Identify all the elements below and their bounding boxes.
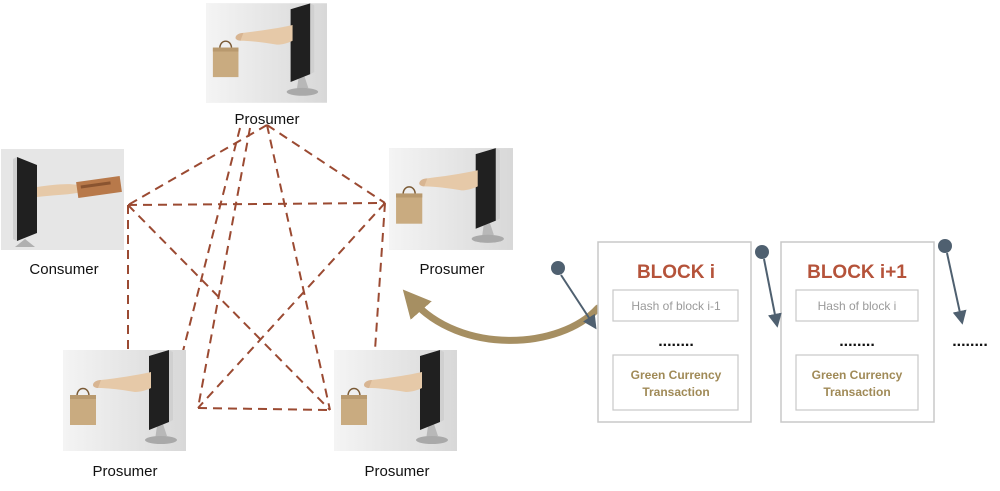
pointer-arrow [560,274,597,330]
chain-pointers [551,239,967,330]
ellipsis-dots: ........ [839,333,875,350]
node-label: Prosumer [364,463,429,480]
transaction-label-line1: Green Currency [812,368,903,382]
mesh-line [181,127,241,356]
node-label: Prosumer [419,261,484,278]
block-title: BLOCK i [637,262,715,283]
node-right: Prosumer [389,148,513,278]
hash-box [612,289,739,322]
chain-continuation-dots: ........ [952,333,988,350]
block-i-plus-1: BLOCK i+1 Hash of block i ........ Green… [780,241,935,423]
mesh-line [266,124,386,204]
block-i: BLOCK i Hash of block i-1 ........ Green… [597,241,752,423]
pointer-dot [551,261,565,275]
transaction-label-line1: Green Currency [631,368,722,382]
monitor-hand-bag-icon [206,2,327,104]
node-left: Consumer [1,149,124,278]
transaction-label-line2: Transaction [642,385,709,399]
hash-label: Hash of block i-1 [631,299,721,313]
network-to-chain-arc [402,289,602,344]
mesh-line [374,202,386,351]
mesh-line [197,127,251,409]
mesh-line [127,124,268,206]
mesh-line [266,124,331,411]
monitor-hand-bag-icon [63,350,186,451]
node-label: Consumer [29,261,98,278]
node-bottom-right: Prosumer [334,350,457,480]
node-top: Prosumer [206,2,327,128]
pointer-arrow [763,258,782,328]
monitor-hand-bag-icon [389,148,513,250]
mesh-line [127,202,386,206]
transaction-box [612,354,739,411]
transaction-box [795,354,919,411]
transaction-label-line2: Transaction [823,385,890,399]
mesh-line [127,204,331,411]
monitor-hand-card-icon [1,149,124,250]
mesh-line [197,202,386,409]
pointer-arrow [946,252,967,325]
pointer-dot [938,239,952,253]
block-title: BLOCK i+1 [807,262,907,283]
peer-mesh-lines [127,124,386,411]
ellipsis-dots: ........ [658,333,694,350]
hash-label: Hash of block i [818,299,897,313]
node-label: Prosumer [92,463,157,480]
pointer-dot [755,245,769,259]
hash-box [795,289,919,322]
mesh-line [197,407,331,411]
monitor-hand-bag-icon [334,350,457,451]
node-label: Prosumer [234,111,299,128]
node-bottom-left: Prosumer [63,350,186,480]
